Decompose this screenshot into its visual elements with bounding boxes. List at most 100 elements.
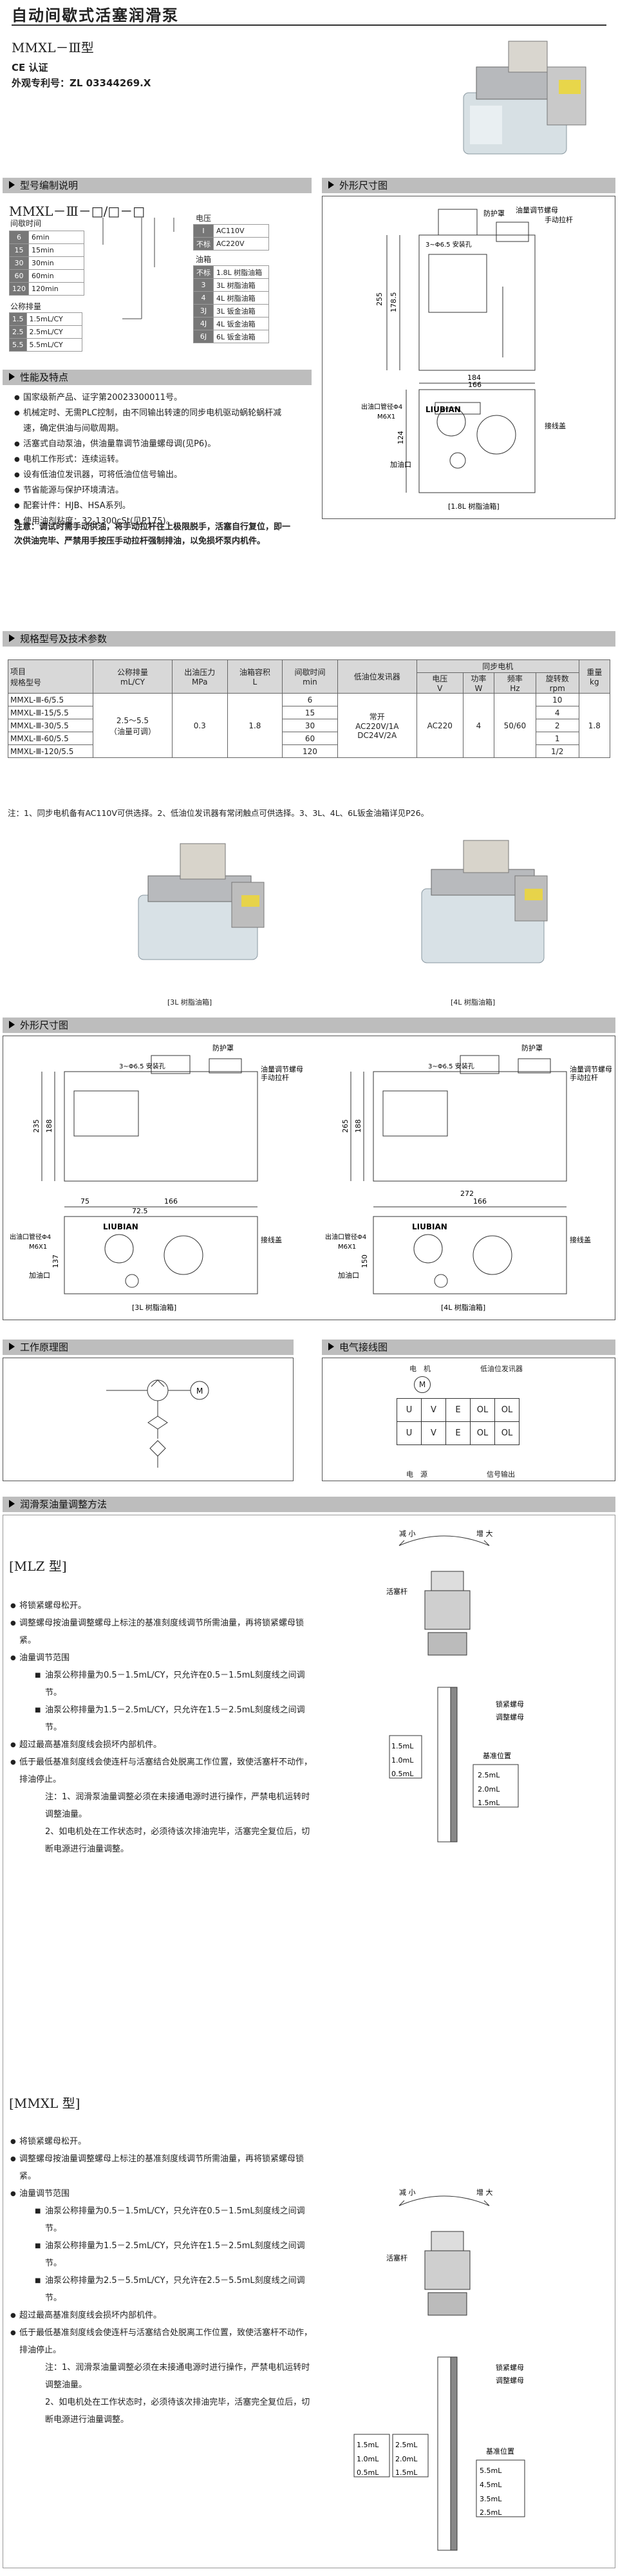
spec-model: MMXL-Ⅲ-6/5.5 bbox=[8, 693, 93, 706]
mlz-base: 基准位置 bbox=[483, 1751, 511, 1760]
adjust-line: 油泵公称排量为1.5－2.5mL/CY，只允许在1.5－2.5mL刻度线之间调节… bbox=[10, 1701, 313, 1736]
brand-4l: LIUBIAN bbox=[412, 1222, 447, 1231]
fill-label: 加油口 bbox=[390, 460, 411, 469]
mlz-dec: 减 小 bbox=[399, 1530, 416, 1538]
mmxl-base: 基准位置 bbox=[486, 2447, 514, 2456]
triangle-icon bbox=[9, 1500, 15, 1508]
mmxl-r1: 4.5mL bbox=[480, 2481, 502, 2489]
wiring-motor: 电 机 bbox=[409, 1365, 431, 1373]
tanks-desc: 1.8L 树脂油箱 bbox=[213, 265, 269, 279]
displacements-code: 2.5 bbox=[9, 325, 27, 339]
product-photo bbox=[463, 41, 586, 155]
adjust-line: 低于最低基准刻度线会使连杆与活塞结合处脱离工作位置，致使活塞杆不动作，排油停止。 bbox=[10, 1754, 313, 1788]
brand-3l: LIUBIAN bbox=[103, 1222, 138, 1231]
port-label: 出油口管径Φ4 bbox=[361, 402, 402, 411]
guard-3l: 防护罩 bbox=[212, 1043, 234, 1052]
spec-interval: 6 bbox=[282, 693, 338, 706]
spec-freq: 50/60 bbox=[494, 693, 536, 758]
tanks-desc: 4L 钣金油箱 bbox=[213, 317, 269, 330]
d272-4l: 272 bbox=[460, 1189, 474, 1198]
spec-interval: 30 bbox=[282, 719, 338, 732]
mlz-w0: 2.5mL bbox=[478, 1771, 500, 1779]
code-prefix: MMXL－Ⅲ－□/□－□ bbox=[9, 204, 145, 219]
photo-3l-caption: [3L 树脂油箱] bbox=[167, 998, 212, 1007]
photo-3l bbox=[138, 843, 265, 960]
features-note: 注意：调试时需手动供油，将手动拉杆往上极限脱手，活塞自行复位，即一次供油完毕、严… bbox=[14, 522, 291, 546]
spec-interval: 60 bbox=[282, 732, 338, 745]
screw-label: 油量调节螺母 bbox=[516, 205, 558, 214]
spec-weight: 1.8 bbox=[578, 693, 611, 758]
dim-mid-bar: 外形尺寸图 bbox=[3, 1018, 615, 1033]
adjust-line: 超过最高基准刻度线会损坏内部机件。 bbox=[10, 2307, 313, 2324]
spec-speed: 10 bbox=[535, 693, 579, 706]
features-bar: 性能及特点 bbox=[3, 370, 312, 385]
voltages-code: I bbox=[193, 224, 214, 238]
mlz-text: 将锁紧螺母松开。调整螺母按油量调整螺母上标注的基准刻度线调节所需油量，再将锁紧螺… bbox=[10, 1597, 313, 1858]
spec-disp: 2.5～5.5（油量可调） bbox=[93, 693, 173, 758]
adjust-line: 2、如电机处在工作状态时，必须待该次排油完毕，活塞完全复位后，切断电源进行油量调… bbox=[45, 1827, 310, 1854]
dim-top-frame: 防护罩 油量调节螺母 手动拉杆 3~Φ6.5 安装孔 255 178.5 184… bbox=[322, 196, 615, 519]
model-name: MMXL－Ⅲ型 bbox=[12, 40, 94, 55]
intervals-desc: 30min bbox=[28, 256, 84, 270]
mlz-inc: 增 大 bbox=[476, 1529, 493, 1538]
adjust-bar: 润滑泵油量调整方法 bbox=[3, 1497, 615, 1512]
tanks-code: 4J bbox=[193, 317, 214, 330]
d235-3l: 235 bbox=[32, 1119, 41, 1133]
title-rule bbox=[12, 24, 606, 26]
triangle-icon bbox=[9, 634, 15, 642]
adjust-line: 油泵公称排量为1.5－2.5mL/CY，只允许在1.5－2.5mL刻度线之间调节… bbox=[10, 2237, 313, 2272]
dim-top-bar: 外形尺寸图 bbox=[322, 178, 615, 193]
mmxl-lock: 锁紧螺母 bbox=[496, 2363, 524, 2372]
displacements-desc: 2.5mL/CY bbox=[26, 325, 82, 339]
feature-item: 电机工作形式：连续运转。 bbox=[14, 452, 297, 468]
dim-mid-cap3: [3L 树脂油箱] bbox=[132, 1303, 176, 1312]
feature-item: 节省能源与保护环境清洁。 bbox=[14, 483, 297, 498]
hand-3l: 手动拉杆 bbox=[261, 1073, 289, 1082]
ce-cert: CE 认证 bbox=[12, 62, 48, 73]
mmxl-text: 将锁紧螺母松开。调整螺母按油量调整螺母上标注的基准刻度线调节所需油量，再将锁紧螺… bbox=[10, 2133, 313, 2429]
brand-label: LIUBIAN bbox=[426, 405, 461, 414]
tanks-desc: 3L 钣金油箱 bbox=[213, 304, 269, 317]
mlz-w1: 2.0mL bbox=[478, 1785, 500, 1794]
intervals-code: 120 bbox=[9, 282, 29, 296]
intervals-desc: 60min bbox=[28, 269, 84, 283]
mmxl-l0: 1.5mL bbox=[357, 2441, 379, 2449]
mlz-v1: 1.0mL bbox=[391, 1756, 414, 1765]
outlet-label: 3~Φ6.5 安装孔 bbox=[426, 240, 472, 249]
adjust-line: 油量调节范围 bbox=[10, 2185, 313, 2202]
mmxl-nut: 调整螺母 bbox=[496, 2376, 524, 2385]
wiring-terminal: V bbox=[421, 1421, 446, 1445]
adjust-line: 注：1、润滑泵油量调整必须在未接通电源时进行操作，严禁电机运转时调整油量。 bbox=[45, 1792, 310, 1819]
interval-title: 间歇时间 bbox=[10, 219, 42, 228]
d166-3l: 166 bbox=[164, 1197, 178, 1206]
adjust-line: 油泵公称排量为0.5－1.5mL/CY，只允许在0.5－1.5mL刻度线之间调节… bbox=[10, 1667, 313, 1701]
mlz-piston: 活塞杆 bbox=[386, 1587, 407, 1596]
d75-3l: 75 bbox=[80, 1197, 89, 1206]
spec-model: MMXL-Ⅲ-30/5.5 bbox=[8, 719, 93, 732]
mmxl-inc: 增 大 bbox=[476, 2188, 493, 2197]
page-title: 自动间歇式活塞润滑泵 bbox=[12, 6, 179, 24]
mlz-lock: 锁紧螺母 bbox=[496, 1700, 524, 1709]
d188-4l: 188 bbox=[354, 1119, 362, 1133]
intervals-code: 60 bbox=[9, 269, 29, 283]
displacement-title: 公称排量 bbox=[10, 302, 42, 311]
spec-speed: 1 bbox=[535, 732, 579, 745]
triangle-icon bbox=[9, 181, 15, 189]
dim-top-caption: [1.8L 树脂油箱] bbox=[448, 502, 500, 511]
d150-4l: 150 bbox=[360, 1255, 369, 1268]
code-bar: 型号编制说明 bbox=[3, 178, 312, 193]
